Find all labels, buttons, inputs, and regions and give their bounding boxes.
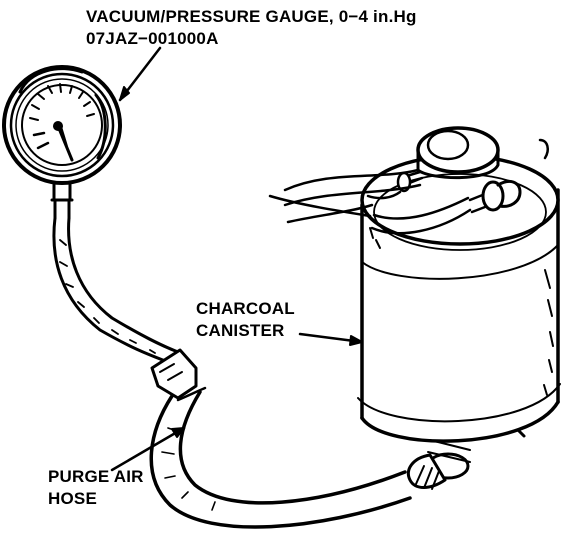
canister-callout-label: CHARCOAL CANISTER — [196, 298, 295, 342]
vacuum-pressure-gauge — [2, 65, 122, 220]
canister-fittings — [268, 126, 549, 235]
gauge-label-line2: 07JAZ−001000A — [86, 29, 219, 48]
hose-label-line1: PURGE AIR — [48, 467, 144, 486]
gauge-callout-label: VACUUM/PRESSURE GAUGE, 0−4 in.Hg 07JAZ−0… — [86, 6, 417, 50]
hose-callout-label: PURGE AIR HOSE — [48, 466, 144, 510]
canister-label-line1: CHARCOAL — [196, 299, 295, 318]
gauge-hose — [52, 216, 180, 364]
charcoal-canister — [357, 154, 561, 490]
leader-lines — [110, 46, 364, 472]
hose-label-line2: HOSE — [48, 489, 97, 508]
purge-air-hose — [149, 348, 412, 529]
canister-label-line2: CANISTER — [196, 321, 285, 340]
gauge-label-line1: VACUUM/PRESSURE GAUGE, 0−4 in.Hg — [86, 7, 417, 26]
